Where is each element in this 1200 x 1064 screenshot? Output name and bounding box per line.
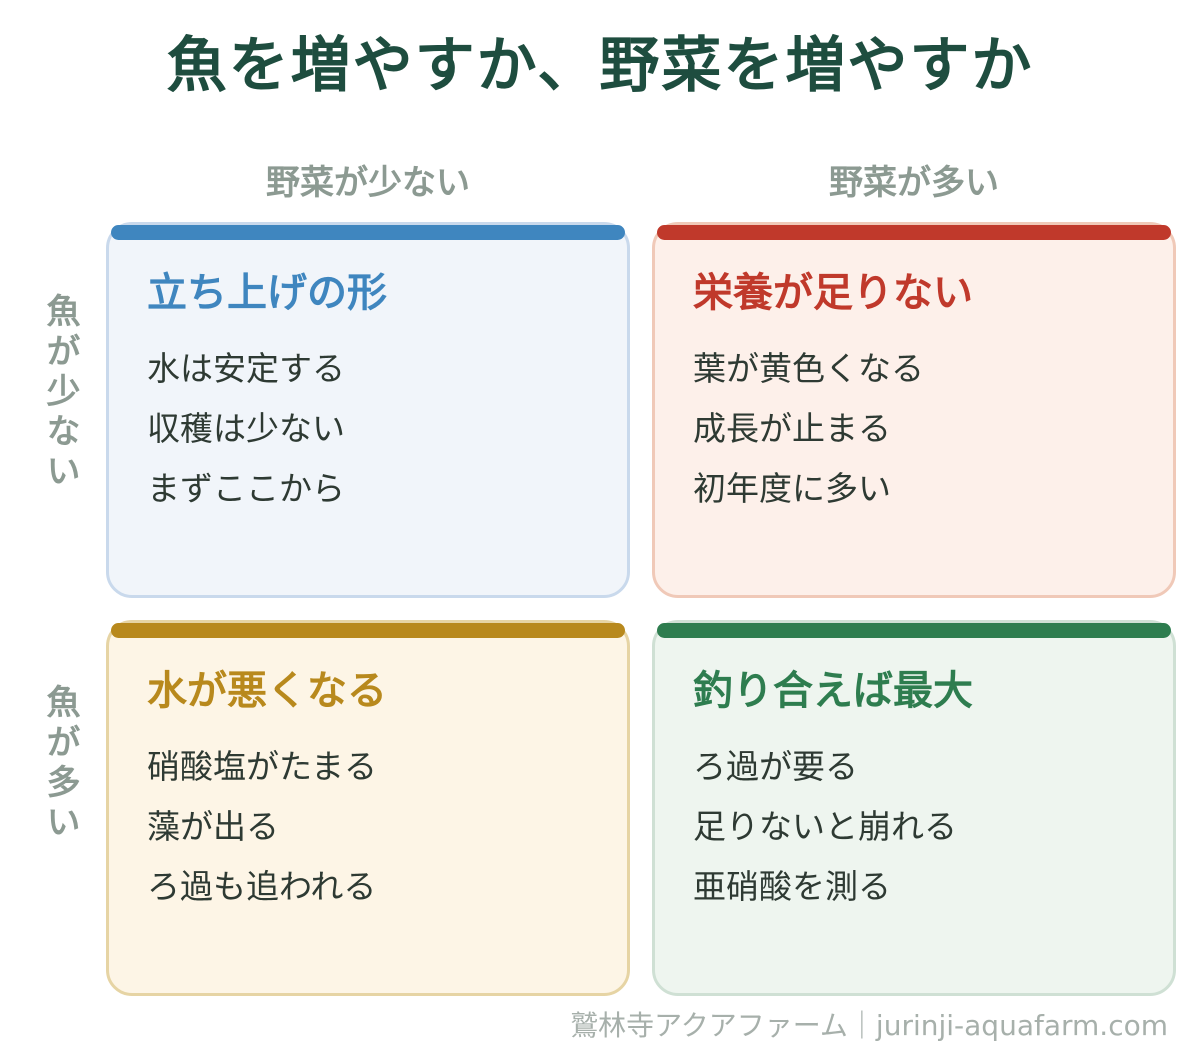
- quadrant-accent-bar: [657, 225, 1171, 240]
- quadrant-item-list: 葉が黄色くなる 成長が止まる 初年度に多い: [693, 339, 924, 519]
- quadrant-accent-bar: [111, 225, 625, 240]
- row-label-many-fish: 魚が多い: [40, 684, 80, 844]
- quadrant-item-list: 水は安定する 収穫は少ない まずここから: [147, 339, 345, 519]
- quadrant-card-nutrient-shortage: 栄養が足りない 葉が黄色くなる 成長が止まる 初年度に多い: [652, 222, 1176, 598]
- quadrant-item: ろ過が要る: [693, 747, 858, 786]
- quadrant-item-list: 硝酸塩がたまる 藻が出る ろ過も追われる: [147, 737, 377, 917]
- quadrant-heading: 立ち上げの形: [147, 270, 387, 316]
- quadrant-accent-bar: [657, 623, 1171, 638]
- quadrant-item: 亜硝酸を測る: [693, 867, 891, 906]
- quadrant-item: 硝酸塩がたまる: [147, 747, 378, 786]
- quadrant-item: 収穫は少ない: [147, 409, 345, 448]
- quadrant-card-startup: 立ち上げの形 水は安定する 収穫は少ない まずここから: [106, 222, 630, 598]
- quadrant-item: 葉が黄色くなる: [693, 349, 924, 388]
- page-title: 魚を増やすか、野菜を増やすか: [166, 31, 1034, 101]
- quadrant-item: 水は安定する: [147, 349, 345, 388]
- quadrant-item: 足りないと崩れる: [693, 807, 957, 846]
- quadrant-item: 成長が止まる: [693, 409, 891, 448]
- column-label-few-vegetables: 野菜が少ない: [266, 163, 470, 203]
- quadrant-item-list: ろ過が要る 足りないと崩れる 亜硝酸を測る: [693, 737, 957, 917]
- quadrant-card-water-quality: 水が悪くなる 硝酸塩がたまる 藻が出る ろ過も追われる: [106, 620, 630, 996]
- quadrant-item: ろ過も追われる: [147, 867, 377, 906]
- quadrant-card-balanced-maximum: 釣り合えば最大 ろ過が要る 足りないと崩れる 亜硝酸を測る: [652, 620, 1176, 996]
- column-label-many-vegetables: 野菜が多い: [829, 163, 999, 203]
- quadrant-heading: 水が悪くなる: [147, 668, 387, 714]
- quadrant-item: 初年度に多い: [693, 469, 891, 508]
- quadrant-accent-bar: [111, 623, 625, 638]
- footer-credit: 鷲林寺アクアファーム｜jurinji-aquafarm.com: [570, 1009, 1168, 1042]
- quadrant-heading: 栄養が足りない: [693, 270, 973, 316]
- quadrant-item: まずここから: [147, 469, 345, 508]
- quadrant-heading: 釣り合えば最大: [693, 668, 973, 714]
- quadrant-item: 藻が出る: [147, 807, 279, 846]
- row-label-few-fish: 魚が少ない: [40, 293, 80, 493]
